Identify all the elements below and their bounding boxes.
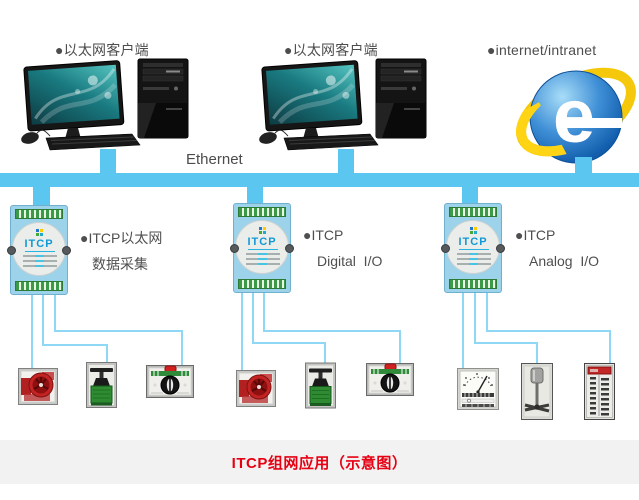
control-valve-icon — [86, 362, 117, 413]
internet-intranet-label: ●internet/intranet — [487, 42, 597, 58]
analog-gauge-icon — [457, 368, 499, 415]
fan-blower-icon — [18, 368, 58, 410]
fan-blower-icon — [236, 370, 276, 412]
brand-logo-icon — [470, 227, 478, 235]
terminal-strip-icon — [238, 279, 286, 289]
divider — [248, 249, 278, 250]
device-model-text: ITCP — [458, 236, 488, 248]
brand-logo-icon — [259, 227, 267, 235]
itcp-module-3: ITCP — [441, 203, 505, 293]
drop-link-computer-2 — [338, 149, 354, 175]
device-2-label-line2: Digital I/O — [317, 253, 383, 269]
device-faceplate: ITCP — [235, 220, 289, 274]
ethernet-client-label-2: ●以太网客户端 — [284, 42, 378, 58]
device-model-text: ITCP — [247, 236, 277, 248]
device-1-label-line1: ●ITCP以太网 — [80, 230, 163, 246]
ethernet-client-label-1: ●以太网客户端 — [55, 42, 149, 58]
drop-link-device-1 — [33, 186, 50, 207]
terminal-strip-icon — [238, 207, 286, 217]
device-1-label-line2: 数据采集 — [92, 256, 148, 272]
drop-link-device-2 — [247, 186, 263, 205]
terminal-strip-icon — [449, 279, 497, 289]
mixer-agitator-icon — [521, 363, 553, 425]
plc-module-icon — [584, 363, 615, 425]
drop-link-internet — [575, 157, 592, 175]
caption-bar: ITCP组网应用（示意图） — [0, 440, 639, 484]
desktop-computer-1-icon — [16, 58, 192, 158]
device-faceplate: ITCP — [446, 220, 500, 274]
side-screw-icon — [285, 244, 294, 253]
internet-explorer-icon: e — [512, 56, 639, 177]
drop-link-device-3 — [462, 186, 478, 205]
side-screw-icon — [62, 246, 71, 255]
device-spec-lines — [23, 255, 57, 270]
divider — [459, 249, 489, 250]
itcp-module-2: ITCP — [230, 203, 294, 293]
device-2-label-line1: ●ITCP — [303, 227, 344, 243]
ethernet-bus-bar — [0, 173, 639, 187]
terminal-strip-icon — [15, 281, 63, 291]
side-screw-icon — [230, 244, 239, 253]
panel-meter-icon — [146, 365, 194, 403]
device-spec-lines — [246, 253, 280, 268]
itcp-module-1: ITCP — [7, 205, 71, 295]
drop-link-computer-1 — [100, 149, 116, 175]
device-3-label-line1: ●ITCP — [515, 227, 556, 243]
device-spec-lines — [457, 253, 491, 268]
ie-letter: e — [553, 74, 595, 159]
divider — [25, 251, 55, 252]
device-faceplate: ITCP — [12, 222, 66, 276]
control-valve-icon — [305, 362, 336, 414]
device-model-text: ITCP — [24, 238, 54, 250]
diagram-caption: ITCP组网应用（示意图） — [231, 454, 408, 472]
panel-meter-icon — [366, 363, 414, 401]
desktop-computer-2-icon — [254, 58, 430, 158]
brand-logo-icon — [36, 229, 44, 237]
side-screw-icon — [7, 246, 16, 255]
terminal-strip-icon — [449, 207, 497, 217]
terminal-strip-icon — [15, 209, 63, 219]
side-screw-icon — [496, 244, 505, 253]
device-3-label-line2: Analog I/O — [529, 253, 600, 269]
side-screw-icon — [441, 244, 450, 253]
ethernet-label: Ethernet — [186, 151, 243, 168]
